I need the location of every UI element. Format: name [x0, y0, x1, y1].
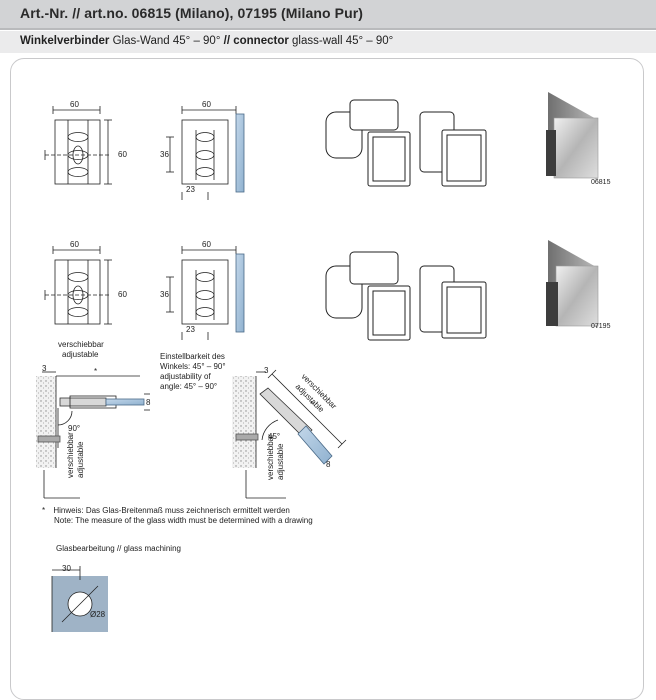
angle-desc-en-1: adjustability of — [160, 372, 211, 381]
front-view-1 — [44, 106, 112, 185]
note-hint-en: Note: The measure of the glass width mus… — [54, 516, 313, 525]
iso-drawing-2b — [419, 265, 487, 339]
angle-45-label: 45° — [268, 432, 281, 441]
adjustable-label-en-top: adjustable — [62, 350, 99, 359]
content-panel — [10, 58, 644, 700]
dim-width-side-1: 60 — [202, 100, 211, 109]
page-title: Art.-Nr. // art.no. 06815 (Milano), 0719… — [20, 5, 364, 21]
note-hint-de: Hinweis: Das Glas-Breitenmaß muss zeichn… — [53, 506, 290, 515]
product-photo-06815 — [546, 92, 599, 180]
dim-width-1: 60 — [70, 100, 79, 109]
dim-height-1: 60 — [118, 150, 127, 159]
dim-star-90: * — [94, 367, 98, 376]
dim-hole-edge: 30 — [62, 564, 71, 573]
glass-machining-drawing — [51, 566, 108, 632]
subtitle-de: Glas-Wand 45° – 90° — [112, 35, 221, 47]
angle-desc-en-2: angle: 45° – 90° — [160, 382, 218, 391]
dim-glass-gap-45: 8 — [326, 460, 331, 469]
side-view-1 — [166, 106, 245, 200]
subtitle-de-bold: Winkelverbinder — [20, 35, 110, 47]
subtitle-en-bold: connector — [233, 35, 289, 47]
adjustable-label-de-90: verschiebbar — [66, 432, 75, 478]
angle-desc-de-1: Einstellbarkeit des — [160, 352, 225, 361]
note-block: * Hinweis: Das Glas-Breitenmaß muss zeic… — [42, 506, 313, 526]
install-90-drawing — [36, 371, 150, 499]
page-subtitle: Winkelverbinder Glas-Wand 45° – 90° // c… — [20, 35, 393, 47]
dim-hole-diameter: Ø28 — [90, 610, 106, 619]
iso-drawing-1b — [419, 111, 487, 187]
dim-depth-2: 23 — [186, 325, 195, 334]
dim-glass-gap-90: 8 — [146, 398, 151, 407]
front-view-2 — [44, 246, 112, 325]
angle-90-label: 90° — [68, 424, 81, 433]
dim-offset-2: 36 — [160, 290, 169, 299]
dim-depth-1: 23 — [186, 185, 195, 194]
product-photo-07195 — [546, 240, 599, 328]
dim-offset-1: 36 — [160, 150, 169, 159]
adjustable-label-de-top: verschiebbar — [58, 340, 104, 349]
dim-height-2: 60 — [118, 290, 127, 299]
iso-drawing-1a — [325, 99, 411, 187]
machining-title: Glasbearbeitung // glass machining — [56, 544, 181, 553]
subtitle-separator: // — [223, 35, 231, 47]
subheader-bar: Winkelverbinder Glas-Wand 45° – 90° // c… — [0, 31, 656, 53]
header-bar: Art.-Nr. // art.no. 06815 (Milano), 0719… — [0, 0, 656, 30]
note-bullet: * — [42, 506, 46, 515]
angle-desc-de-2: Winkels: 45° – 90° — [160, 362, 226, 371]
adjustable-label-en-90: adjustable — [76, 441, 85, 478]
dim-width-side-2: 60 — [202, 240, 211, 249]
install-45-drawing — [232, 369, 347, 499]
dim-wall-gap-90: 3 — [42, 364, 47, 373]
dim-wall-gap-45: 3 — [264, 366, 269, 375]
adjustable-label-de-45-wall: verschiebbar — [266, 434, 275, 480]
adjustable-label-en-45-wall: adjustable — [276, 443, 285, 480]
side-view-2 — [166, 246, 245, 340]
iso-drawing-2a — [325, 251, 411, 341]
dim-star-45: * — [310, 400, 314, 409]
art-no-06815: 06815 — [591, 179, 611, 186]
subtitle-en: glass-wall 45° – 90° — [292, 35, 394, 47]
art-no-07195: 07195 — [591, 323, 611, 330]
dim-width-2: 60 — [70, 240, 79, 249]
